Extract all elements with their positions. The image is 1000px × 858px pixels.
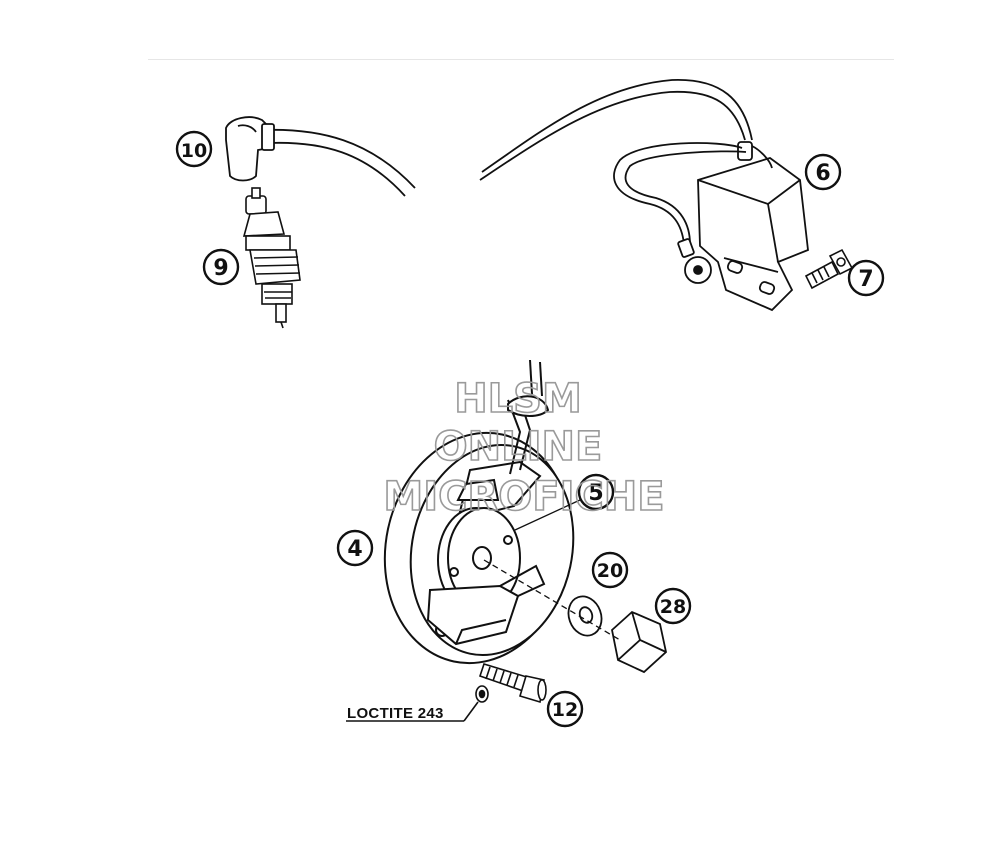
callout-leaders — [514, 499, 581, 531]
screw-icon[interactable] — [475, 663, 547, 704]
callout-28-label: 28 — [660, 596, 686, 618]
callout-20-label: 20 — [597, 560, 623, 582]
callout-9: 9 — [202, 248, 240, 286]
watermark-line1: HLSM — [454, 376, 582, 422]
callout-6-label: 6 — [815, 161, 830, 186]
loctite-leader — [346, 701, 479, 722]
shaft-axis-line — [483, 559, 621, 641]
callout-10: 10 — [175, 130, 213, 168]
callout-20: 20 — [591, 551, 629, 589]
callout-10-label: 10 — [181, 140, 207, 162]
watermark-line3: MICROFICHE — [383, 474, 664, 520]
washer-icon[interactable] — [563, 592, 607, 641]
spark-plug-icon[interactable] — [242, 187, 301, 329]
callout-9-label: 9 — [213, 256, 228, 281]
watermark-line2: ONLINE — [434, 424, 603, 470]
watermark: HLSM ONLINE MICROFICHE — [383, 375, 666, 521]
ignition-coil-icon[interactable] — [613, 141, 809, 312]
ht-lead-cable — [261, 79, 753, 197]
callout-5: 5 — [577, 473, 615, 511]
callout-4-label: 4 — [347, 537, 362, 562]
nut-icon[interactable] — [611, 610, 667, 674]
callout-5-label: 5 — [588, 481, 603, 506]
callout-6: 6 — [804, 153, 842, 191]
rotor-icon[interactable] — [426, 359, 550, 646]
bolt-icon[interactable] — [804, 248, 854, 290]
callout-4: 4 — [336, 529, 374, 567]
callout-12-label: 12 — [552, 699, 578, 721]
loctite-note: LOCTITE 243 — [347, 705, 444, 722]
callout-7: 7 — [847, 259, 885, 297]
header-divider — [148, 59, 894, 60]
callout-28: 28 — [654, 587, 692, 625]
callout-7-label: 7 — [858, 267, 873, 292]
callout-12: 12 — [546, 690, 584, 728]
spark-plug-cap-icon[interactable] — [225, 116, 275, 182]
